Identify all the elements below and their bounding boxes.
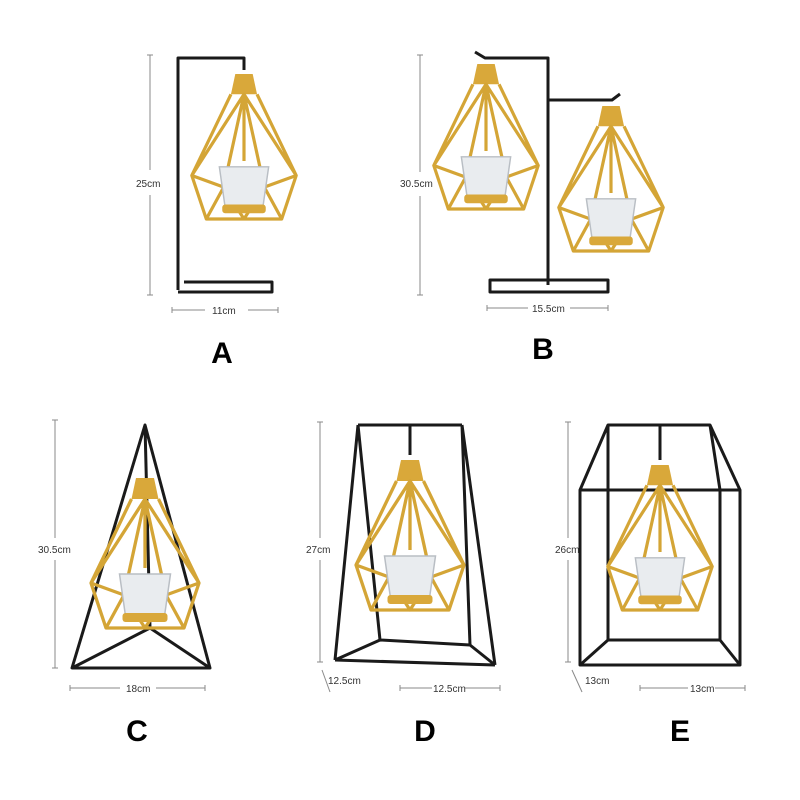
product-d: 27cm 12.5cm 12.5cm D xyxy=(306,421,501,748)
product-c: 30.5cm 18cm C xyxy=(38,419,212,748)
depth-label: 13cm xyxy=(585,676,609,687)
width-label: 15.5cm xyxy=(532,304,565,315)
width-label: 12.5cm xyxy=(433,684,466,695)
width-label: 13cm xyxy=(690,684,714,695)
height-label: 27cm xyxy=(306,545,330,556)
height-label: 25cm xyxy=(136,179,160,190)
product-letter: E xyxy=(670,715,690,748)
height-label: 30.5cm xyxy=(38,545,71,556)
width-label: 11cm xyxy=(212,306,236,317)
depth-label: 12.5cm xyxy=(328,676,361,687)
product-letter: D xyxy=(414,715,436,748)
product-e: 26cm 13cm 13cm E xyxy=(555,421,746,748)
product-letter: B xyxy=(532,333,554,366)
product-letter: A xyxy=(211,337,233,370)
width-label: 18cm xyxy=(126,684,150,695)
product-a: 25cm 11cm A xyxy=(136,54,298,370)
product-b: 30.5cm 15.5cm B xyxy=(400,50,665,366)
height-label: 26cm xyxy=(555,545,579,556)
product-letter: C xyxy=(126,715,148,748)
height-label: 30.5cm xyxy=(400,179,433,190)
